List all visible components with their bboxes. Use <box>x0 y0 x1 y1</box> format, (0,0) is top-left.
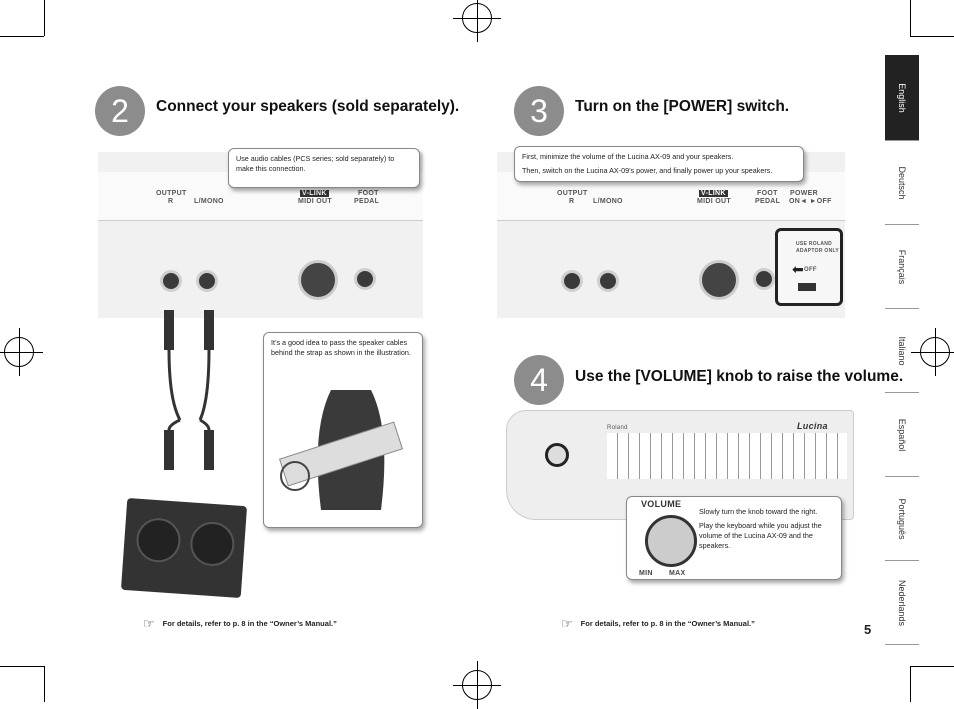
strap-illustration <box>278 390 404 510</box>
volume-label: VOLUME <box>641 499 682 509</box>
max-label: MAX <box>669 570 686 577</box>
crop-mark <box>44 666 45 702</box>
volume-knob-highlight <box>545 443 569 467</box>
cable-illustration <box>164 310 214 470</box>
registration-mark-icon <box>453 661 501 709</box>
tab-francais[interactable]: Français <box>885 225 919 309</box>
power-switch-highlight: USE ROLAND ADAPTOR ONLY OFF ⬅ <box>775 228 843 306</box>
callout-text: Use audio cables (PCS series; sold separ… <box>236 154 395 173</box>
callout-text: It’s a good idea to pass the speaker cab… <box>271 338 411 357</box>
pointing-hand-icon: ☞ <box>561 616 573 631</box>
step-title: Turn on the [POWER] switch. <box>575 98 790 115</box>
midi-port <box>298 260 338 300</box>
callout-box: First, minimize the volume of the Lucina… <box>514 146 804 182</box>
output-l-jack <box>196 270 218 292</box>
pedal-label: PEDAL <box>354 198 380 205</box>
output-r-jack <box>160 270 182 292</box>
callout-box: Use audio cables (PCS series; sold separ… <box>228 148 420 188</box>
arrow-left-icon: ⬅ <box>792 261 804 277</box>
crop-mark <box>910 0 911 36</box>
min-label: MIN <box>639 570 653 577</box>
registration-mark-icon <box>911 328 954 376</box>
on-off-label: ON◄ ►OFF <box>789 198 832 205</box>
output-label: OUTPUT <box>156 190 187 197</box>
crop-mark <box>0 666 44 667</box>
midi-out-label: MIDI OUT <box>298 198 332 205</box>
step-title: Connect your speakers (sold separately). <box>156 98 460 115</box>
pointing-hand-icon: ☞ <box>143 616 155 631</box>
pedal-jack <box>354 268 376 290</box>
tab-deutsch[interactable]: Deutsch <box>885 141 919 225</box>
callout-text: Then, switch on the Lucina AX-09’s power… <box>522 166 773 175</box>
crop-mark <box>910 666 954 667</box>
footnote: ☞For details, refer to p. 8 in the “Owne… <box>561 616 755 631</box>
tab-italiano[interactable]: Italiano <box>885 309 919 393</box>
tab-espanol[interactable]: Español <box>885 393 919 477</box>
registration-mark-icon <box>0 328 43 376</box>
step-title: Use the [VOLUME] knob to raise the volum… <box>575 368 904 385</box>
registration-mark-icon <box>453 0 501 42</box>
crop-mark <box>910 36 954 37</box>
page-number: 5 <box>864 622 872 637</box>
crop-mark <box>910 666 911 702</box>
vlink-label: V-LINK <box>300 190 329 197</box>
jack-label-lmono: L/MONO <box>194 198 224 205</box>
volume-knob-icon <box>645 515 697 567</box>
jack-label-r: R <box>168 198 174 205</box>
callout-text: First, minimize the volume of the Lucina… <box>522 152 734 161</box>
power-switch <box>798 283 816 291</box>
callout-box: VOLUME MIN MAX Slowly turn the knob towa… <box>626 496 842 580</box>
step-number: 2 <box>95 86 145 136</box>
step-number: 3 <box>514 86 564 136</box>
step-number: 4 <box>514 355 564 405</box>
foot-label: FOOT <box>358 190 379 197</box>
callout-text: Slowly turn the knob toward the right. <box>699 507 818 516</box>
callout-box: It’s a good idea to pass the speaker cab… <box>263 332 423 528</box>
crop-mark <box>0 36 44 37</box>
callout-text: Play the keyboard while you adjust the v… <box>699 521 822 550</box>
power-label: POWER <box>790 190 818 197</box>
tab-nederlands[interactable]: Nederlands <box>885 561 919 645</box>
footnote: ☞For details, refer to p. 8 in the “Owne… <box>143 616 337 631</box>
crop-mark <box>44 0 45 36</box>
keys <box>607 433 847 479</box>
tab-english[interactable]: English <box>885 55 919 141</box>
speaker-illustration <box>120 497 248 599</box>
tab-portugues[interactable]: Português <box>885 477 919 561</box>
